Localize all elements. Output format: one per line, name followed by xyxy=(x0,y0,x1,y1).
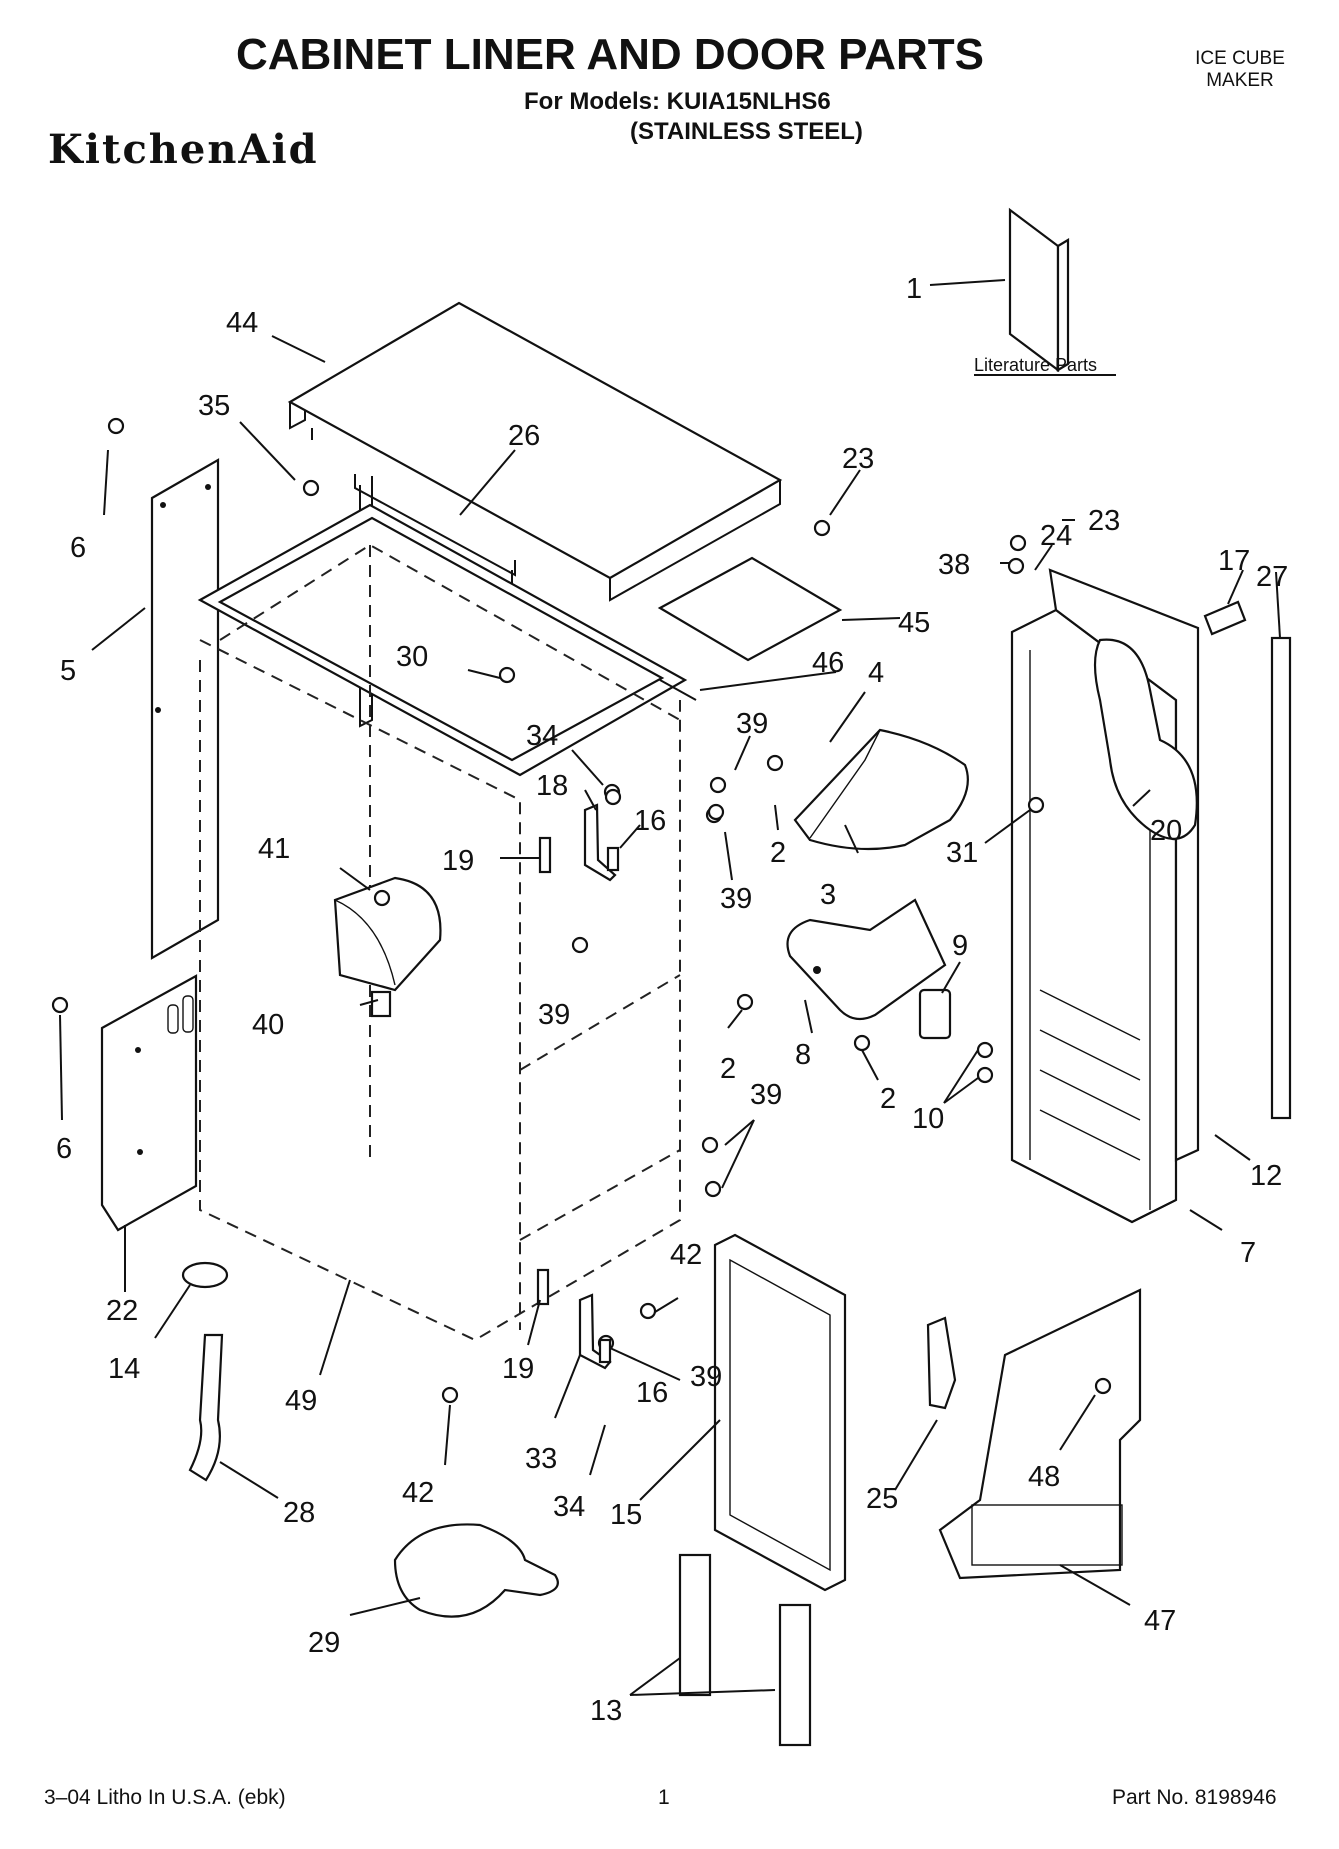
callout-4: 4 xyxy=(868,657,884,689)
evaporator-cover xyxy=(786,898,947,1021)
callout-3: 3 xyxy=(820,879,836,911)
callout-12: 12 xyxy=(1250,1160,1282,1192)
callout-2c: 2 xyxy=(880,1083,896,1115)
callout-2b: 2 xyxy=(720,1053,736,1085)
leader-lines xyxy=(59,279,1281,1696)
trim-left xyxy=(678,1553,712,1697)
literature-label: Literature Parts xyxy=(974,355,1097,375)
callout-20: 20 xyxy=(1150,815,1182,847)
brand-logo: KitchenAid xyxy=(48,126,319,173)
callout-6a: 6 xyxy=(70,532,86,564)
callout-19b: 19 xyxy=(502,1353,534,1385)
hinge-brackets xyxy=(536,803,620,1370)
callout-42a: 42 xyxy=(670,1239,702,1271)
callout-19a: 19 xyxy=(442,845,474,877)
ice-mat xyxy=(657,556,843,662)
callout-labels: 1 44 35 26 23 6 5 30 46 45 38 24 23 17 2… xyxy=(56,273,1288,1727)
callout-14: 14 xyxy=(108,1353,140,1385)
callout-45: 45 xyxy=(898,607,930,639)
top-panel xyxy=(287,301,783,602)
callout-6b: 6 xyxy=(56,1133,72,1165)
callout-39b: 39 xyxy=(720,883,752,915)
callout-48: 48 xyxy=(1028,1461,1060,1493)
callout-41: 41 xyxy=(258,833,290,865)
trim-right xyxy=(778,1603,812,1747)
callout-16a: 16 xyxy=(634,805,666,837)
hose-clamp xyxy=(181,1261,229,1289)
finish-line: (STAINLESS STEEL) xyxy=(630,118,863,145)
callout-44: 44 xyxy=(226,307,258,339)
callout-17: 17 xyxy=(1218,545,1250,577)
callout-47: 47 xyxy=(1144,1605,1176,1637)
callout-2a: 2 xyxy=(770,837,786,869)
gasket-strip-vertical xyxy=(1270,636,1292,1120)
kick-bracket xyxy=(926,1316,957,1410)
models-line: For Models: KUIA15NLHS6 xyxy=(524,88,831,115)
gasket-strip xyxy=(659,679,697,701)
callout-23a: 23 xyxy=(842,443,874,475)
callout-39a: 39 xyxy=(736,708,768,740)
door-label xyxy=(1203,600,1247,636)
screws xyxy=(51,417,1112,1404)
side-plate xyxy=(100,974,198,1232)
litho-note: 3–04 Litho In U.S.A. (ebk) xyxy=(44,1786,286,1809)
bin-deflector xyxy=(793,728,969,851)
ice-scoop xyxy=(393,1523,559,1618)
callout-46: 46 xyxy=(812,647,844,679)
callout-40: 40 xyxy=(252,1009,284,1041)
callout-27: 27 xyxy=(1256,561,1288,593)
callout-10: 10 xyxy=(912,1103,944,1135)
callout-9: 9 xyxy=(952,930,968,962)
callout-7: 7 xyxy=(1240,1237,1256,1269)
air-duct xyxy=(333,876,442,1018)
callout-42b: 42 xyxy=(402,1477,434,1509)
callout-24: 24 xyxy=(1040,520,1072,552)
callout-15: 15 xyxy=(610,1499,642,1531)
front-grille xyxy=(938,1288,1142,1580)
door-frame xyxy=(713,1233,847,1592)
callout-34b: 34 xyxy=(553,1491,585,1523)
callout-30: 30 xyxy=(396,641,428,673)
page-title: CABINET LINER AND DOOR PARTS xyxy=(236,30,984,79)
callout-8: 8 xyxy=(795,1039,811,1071)
callout-31: 31 xyxy=(946,837,978,869)
callout-34a: 34 xyxy=(526,720,558,752)
category-line-2: MAKER xyxy=(1206,70,1274,91)
drain-hose xyxy=(188,1333,224,1482)
category-label: ICE CUBE MAKER xyxy=(1160,48,1320,92)
cabinet-liner-outline xyxy=(197,503,688,1342)
literature-booklet: Literature Parts xyxy=(974,207,1116,376)
callout-1: 1 xyxy=(906,273,922,305)
callout-23b: 23 xyxy=(1088,505,1120,537)
callout-26: 26 xyxy=(508,420,540,452)
callout-5: 5 xyxy=(60,655,76,687)
callout-25: 25 xyxy=(866,1483,898,1515)
callout-29: 29 xyxy=(308,1627,340,1659)
category-line-1: ICE CUBE xyxy=(1195,48,1285,69)
door-clip xyxy=(918,988,952,1040)
callout-13: 13 xyxy=(590,1695,622,1727)
part-number: Part No. 8198946 xyxy=(1112,1786,1277,1809)
callout-22: 22 xyxy=(106,1295,138,1327)
callout-16b: 16 xyxy=(636,1377,668,1409)
callout-18: 18 xyxy=(536,770,568,802)
callout-39c: 39 xyxy=(538,999,570,1031)
hinge-arm xyxy=(1093,638,1198,840)
callout-38: 38 xyxy=(938,549,970,581)
rear-panel xyxy=(150,458,220,960)
callout-39e: 39 xyxy=(690,1361,722,1393)
callout-39d: 39 xyxy=(750,1079,782,1111)
callout-28: 28 xyxy=(283,1497,315,1529)
callout-35: 35 xyxy=(198,390,230,422)
page-number: 1 xyxy=(658,1786,670,1809)
callout-49: 49 xyxy=(285,1385,317,1417)
callout-33: 33 xyxy=(525,1443,557,1475)
